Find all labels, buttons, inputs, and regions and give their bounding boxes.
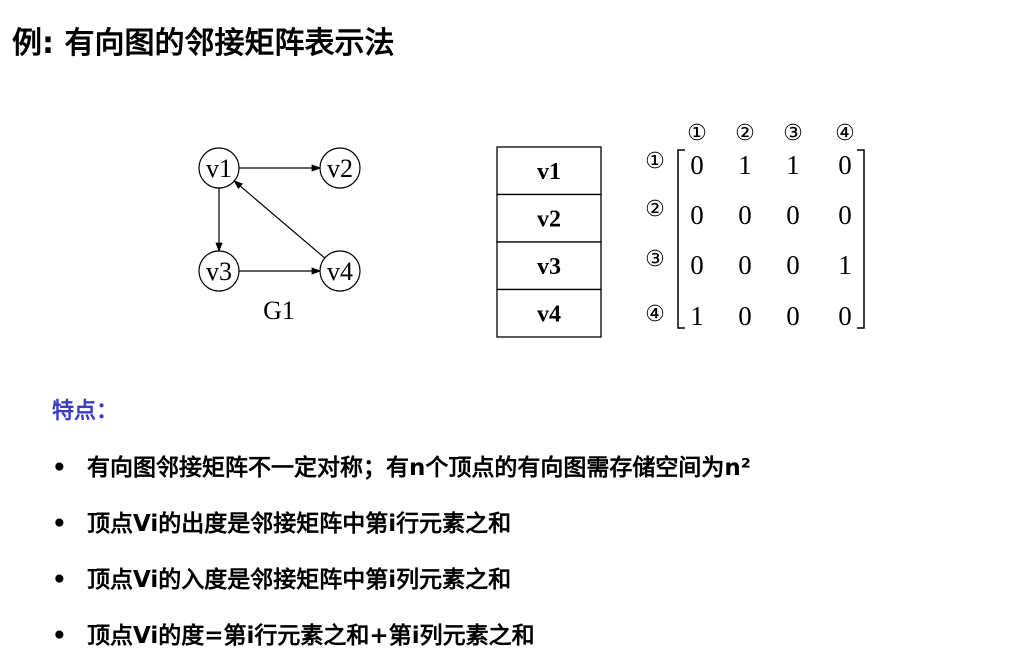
- matrix-cell: 1: [690, 301, 704, 331]
- vertex-table-label: v4: [537, 302, 561, 328]
- matrix-col-label: ③: [783, 121, 803, 146]
- left-bracket: [677, 149, 685, 329]
- vertex-node: [319, 250, 361, 292]
- graph-name: G1: [263, 296, 295, 325]
- feature-item: • 有向图邻接矩阵不一定对称；有n个顶点的有向图需存储空间为n²: [52, 448, 751, 482]
- matrix-cell: 0: [838, 200, 852, 230]
- bullet-dot: •: [52, 455, 67, 481]
- matrix-cell: 0: [690, 200, 704, 230]
- edge-v4-v1: [233, 180, 326, 259]
- matrix-row-label: ②: [645, 197, 665, 222]
- matrix-cell: 0: [838, 150, 852, 180]
- bullet-dot: •: [52, 623, 67, 649]
- matrix-col-label: ②: [735, 121, 755, 146]
- matrix-cell: 0: [738, 301, 752, 331]
- matrix-col-label: ①: [687, 121, 707, 146]
- matrix-row-label: ①: [645, 149, 665, 174]
- feature-text: 顶点Vi的入度是邻接矩阵中第i列元素之和: [87, 567, 512, 593]
- slide-title: 例: 有向图的邻接矩阵表示法: [12, 26, 395, 61]
- matrix-row-label: ④: [645, 302, 665, 327]
- matrix-cell: 0: [738, 200, 752, 230]
- vertex-node: [198, 250, 240, 292]
- right-bracket: [857, 149, 865, 329]
- vertex-table-label: v1: [537, 159, 561, 185]
- matrix-cell: 1: [838, 250, 852, 280]
- vertex-label: v4: [327, 257, 353, 286]
- vertex-label: v3: [206, 257, 232, 286]
- vertex-label: v1: [206, 154, 232, 183]
- matrix-cell: 0: [786, 200, 800, 230]
- feature-text: 有向图邻接矩阵不一定对称；有n个顶点的有向图需存储空间为n²: [87, 455, 751, 481]
- matrix-cell: 0: [690, 250, 704, 280]
- vertex-table: v1 v2 v3 v4: [496, 146, 602, 338]
- bullet-dot: •: [52, 567, 67, 593]
- vertex-table-cell: [496, 288, 602, 338]
- vertex-table-label: v2: [537, 207, 561, 233]
- matrix-cell: 0: [786, 250, 800, 280]
- matrix-cell: 1: [786, 150, 800, 180]
- feature-text: 顶点Vi的出度是邻接矩阵中第i行元素之和: [87, 511, 512, 537]
- matrix-row-label: ③: [645, 247, 665, 272]
- vertex-table-cell: [496, 193, 602, 243]
- features-heading: 特点：: [52, 399, 119, 424]
- vertex-table-label: v3: [537, 254, 561, 280]
- matrix-cell: 1: [738, 150, 752, 180]
- feature-item: • 顶点Vi的度=第i行元素之和+第i列元素之和: [52, 616, 535, 650]
- vertex-table-cell: [496, 146, 602, 196]
- feature-item: • 顶点Vi的出度是邻接矩阵中第i行元素之和: [52, 504, 511, 538]
- vertex-node: [198, 147, 240, 189]
- feature-item: • 顶点Vi的入度是邻接矩阵中第i列元素之和: [52, 560, 511, 594]
- matrix-col-label: ④: [835, 121, 855, 146]
- vertex-label: v2: [327, 154, 353, 183]
- bullet-dot: •: [52, 511, 67, 537]
- matrix-cell: 0: [738, 250, 752, 280]
- matrix-cell: 0: [838, 301, 852, 331]
- vertex-node: [319, 147, 361, 189]
- feature-text: 顶点Vi的度=第i行元素之和+第i列元素之和: [87, 623, 535, 649]
- matrix-cell: 0: [786, 301, 800, 331]
- vertex-table-cell: [496, 241, 602, 291]
- matrix-cell: 0: [690, 150, 704, 180]
